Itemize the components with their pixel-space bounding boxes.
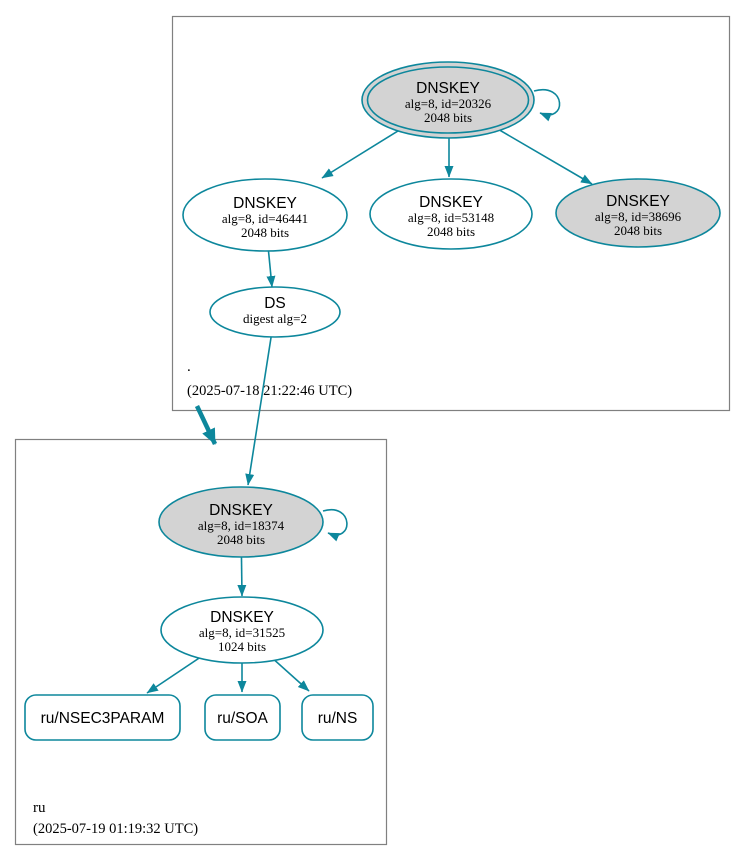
dnskey-46441-alg: alg=8, id=46441: [222, 211, 308, 226]
rrset-nsec3param-label: ru/NSEC3PARAM: [41, 710, 165, 727]
rrset-ns-label: ru/NS: [318, 710, 358, 727]
root-zone-timestamp: (2025-07-18 21:22:46 UTC): [187, 383, 352, 399]
dnskey-18374-node: DNSKEY alg=8, id=18374 2048 bits: [158, 486, 324, 558]
rrset-ns-node: ru/NS: [301, 694, 374, 741]
rrset-soa-node: ru/SOA: [204, 694, 281, 741]
dnskey-18374-title: DNSKEY: [209, 502, 273, 519]
dnskey-20326-title: DNSKEY: [416, 80, 480, 97]
rrset-soa-label: ru/SOA: [217, 710, 268, 727]
ds-node: DS digest alg=2: [209, 286, 341, 338]
dnskey-46441-bits: 2048 bits: [241, 225, 289, 240]
dnskey-18374-ellipse: [158, 486, 324, 558]
dnskey-46441-title: DNSKEY: [233, 195, 297, 212]
dnskey-46441-ellipse: [182, 178, 348, 252]
dnskey-20326-inner-ellipse: [366, 66, 530, 134]
ru-zone-timestamp: (2025-07-19 01:19:32 UTC): [33, 821, 198, 837]
root-zone-box: [171, 15, 731, 412]
self-loop-ksk18374: [322, 508, 348, 542]
dnskey-31525-bits: 1024 bits: [218, 639, 266, 654]
ru-zone-label: ru: [33, 800, 46, 816]
dnskey-18374-bits: 2048 bits: [217, 532, 265, 547]
dnskey-38696-node: DNSKEY alg=8, id=38696 2048 bits: [555, 178, 721, 248]
ds-digest: digest alg=2: [243, 311, 307, 326]
root-zone-label: .: [187, 359, 191, 375]
dnskey-53148-bits: 2048 bits: [427, 224, 475, 239]
dnskey-20326-bits: 2048 bits: [424, 110, 472, 125]
dnskey-38696-alg: alg=8, id=38696: [595, 209, 682, 224]
dnskey-31525-ellipse: [160, 596, 324, 664]
edge-ds-to-ksk18374: [245, 311, 276, 486]
rrset-nsec3param-rect: [24, 694, 181, 741]
ru-zone-box: [14, 438, 388, 846]
dnskey-53148-alg: alg=8, id=53148: [408, 210, 494, 225]
dnskey-31525-title: DNSKEY: [210, 609, 274, 626]
dnskey-38696-bits: 2048 bits: [614, 223, 662, 238]
dnskey-53148-node: DNSKEY alg=8, id=53148 2048 bits: [369, 178, 533, 250]
dnskey-31525-node: DNSKEY alg=8, id=31525 1024 bits: [160, 596, 324, 664]
rrset-ns-rect: [301, 694, 374, 741]
dnskey-31525-alg: alg=8, id=31525: [199, 625, 285, 640]
rrset-soa-rect: [204, 694, 281, 741]
rrset-nsec3param-node: ru/NSEC3PARAM: [24, 694, 181, 741]
dnskey-53148-ellipse: [369, 178, 533, 250]
dnskey-38696-title: DNSKEY: [606, 193, 670, 210]
dnskey-38696-ellipse: [555, 178, 721, 248]
delegation-arrow-root-to-ru: [194, 405, 218, 445]
self-loop-ksk20326: [533, 88, 561, 122]
ds-ellipse: [209, 286, 341, 338]
dnskey-53148-title: DNSKEY: [419, 194, 483, 211]
dnskey-20326-alg: alg=8, id=20326: [405, 96, 492, 111]
dnskey-20326-outer-ellipse: [361, 61, 535, 139]
dnskey-20326-node: DNSKEY alg=8, id=20326 2048 bits: [361, 61, 535, 139]
dnskey-46441-node: DNSKEY alg=8, id=46441 2048 bits: [182, 178, 348, 252]
dnskey-18374-alg: alg=8, id=18374: [198, 518, 285, 533]
ds-title: DS: [264, 295, 286, 312]
